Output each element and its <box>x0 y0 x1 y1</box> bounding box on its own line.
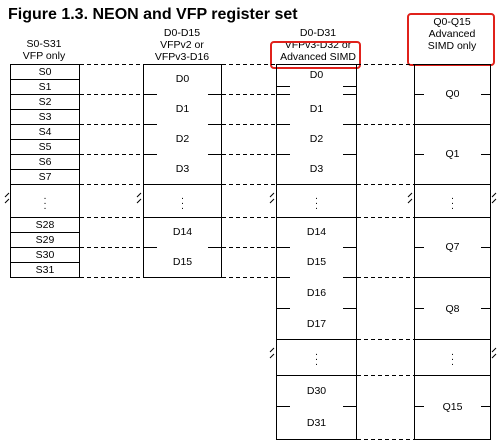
register-s1: S1 <box>38 80 52 93</box>
register-d30-simd: D30 <box>306 384 327 397</box>
ellipsis-dot: . <box>315 190 318 202</box>
ellipsis-dot: . <box>43 195 47 207</box>
header-d16-line2: VFPv2 or <box>160 39 204 51</box>
register-d3-simd: D3 <box>309 163 324 175</box>
register-s0: S0 <box>38 65 52 78</box>
ellipsis-q-column-upper: . . . <box>414 185 491 217</box>
header-d16-line1: D0-D15 <box>163 27 201 39</box>
ellipsis-dot: . <box>43 190 47 202</box>
ellipsis-dot: . <box>315 195 318 207</box>
register-q1: Q1 <box>445 148 460 160</box>
header-d16-line3: VFPv3-D16 <box>154 51 210 63</box>
ellipsis-dot: . <box>451 190 454 202</box>
ellipsis-dot: . <box>451 347 454 358</box>
highlight-box-d32-header <box>270 41 361 69</box>
header-s-line2: VFP only <box>22 50 66 62</box>
register-d1-vfpv2: D1 <box>175 103 190 115</box>
ellipsis-dot: . <box>43 200 47 212</box>
register-s30: S30 <box>35 248 55 261</box>
register-d0-simd: D0 <box>309 69 324 81</box>
register-d2-vfpv2: D2 <box>175 133 190 145</box>
header-s-column: S0-S31 VFP only <box>10 38 78 62</box>
ellipsis-d16-column: . . . <box>143 185 222 217</box>
register-s29: S29 <box>35 233 55 246</box>
register-d16-simd: D16 <box>306 287 327 299</box>
ellipsis-dot: . <box>315 200 318 212</box>
header-q-line1: Q0-Q15 <box>433 16 471 28</box>
register-s3: S3 <box>38 110 52 123</box>
ellipsis-d32-column-lower: . . . <box>276 340 357 375</box>
header-q-column: Q0-Q15 Advanced SIMD only <box>408 16 496 52</box>
register-d15-simd: D15 <box>306 256 327 268</box>
register-s28: S28 <box>35 218 55 231</box>
ellipsis-q-column-lower: . . . <box>414 340 491 375</box>
ellipsis-dot: . <box>451 200 454 212</box>
register-q8: Q8 <box>445 302 460 315</box>
register-s6: S6 <box>38 155 52 168</box>
register-d14-vfpv2: D14 <box>172 226 193 238</box>
ellipsis-dot: . <box>451 195 454 207</box>
register-q15: Q15 <box>442 401 463 413</box>
header-q-line3: SIMD only <box>427 40 477 52</box>
header-d32-line3: Advanced SIMD <box>280 51 356 63</box>
ellipsis-dot: . <box>451 357 454 368</box>
ellipsis-dot: . <box>315 347 318 358</box>
header-s-line1: S0-S31 <box>26 38 62 50</box>
ellipsis-dot: . <box>451 352 454 363</box>
register-s7: S7 <box>38 170 52 183</box>
register-s5: S5 <box>38 140 52 153</box>
header-q-line2: Advanced <box>428 28 476 40</box>
ellipsis-d32-column-upper: . . . <box>276 185 357 217</box>
ellipsis-dot: . <box>181 195 184 207</box>
ellipsis-dot: . <box>315 352 318 363</box>
register-d17-simd: D17 <box>306 317 327 330</box>
ellipsis-dot: . <box>315 357 318 368</box>
register-q7: Q7 <box>445 241 460 253</box>
register-d3-vfpv2: D3 <box>175 163 190 175</box>
header-d32-line1: D0-D31 <box>299 27 337 39</box>
register-d0-vfpv2: D0 <box>175 73 190 85</box>
register-q0: Q0 <box>445 88 460 100</box>
register-s4: S4 <box>38 125 52 138</box>
register-d2-simd: D2 <box>309 133 324 145</box>
figure-title: Figure 1.3. NEON and VFP register set <box>8 6 298 23</box>
register-s31: S31 <box>35 263 55 276</box>
register-s2: S2 <box>38 95 52 108</box>
register-d15-vfpv2: D15 <box>172 256 193 268</box>
ellipsis-s-column: . . . <box>10 185 80 217</box>
header-d16-column: D0-D15 VFPv2 or VFPv3-D16 <box>142 27 222 63</box>
register-d31-simd: D31 <box>306 416 327 429</box>
register-d1-simd: D1 <box>309 103 324 115</box>
ellipsis-dot: . <box>181 200 184 212</box>
ellipsis-dot: . <box>181 190 184 202</box>
register-d14-simd: D14 <box>306 226 327 238</box>
